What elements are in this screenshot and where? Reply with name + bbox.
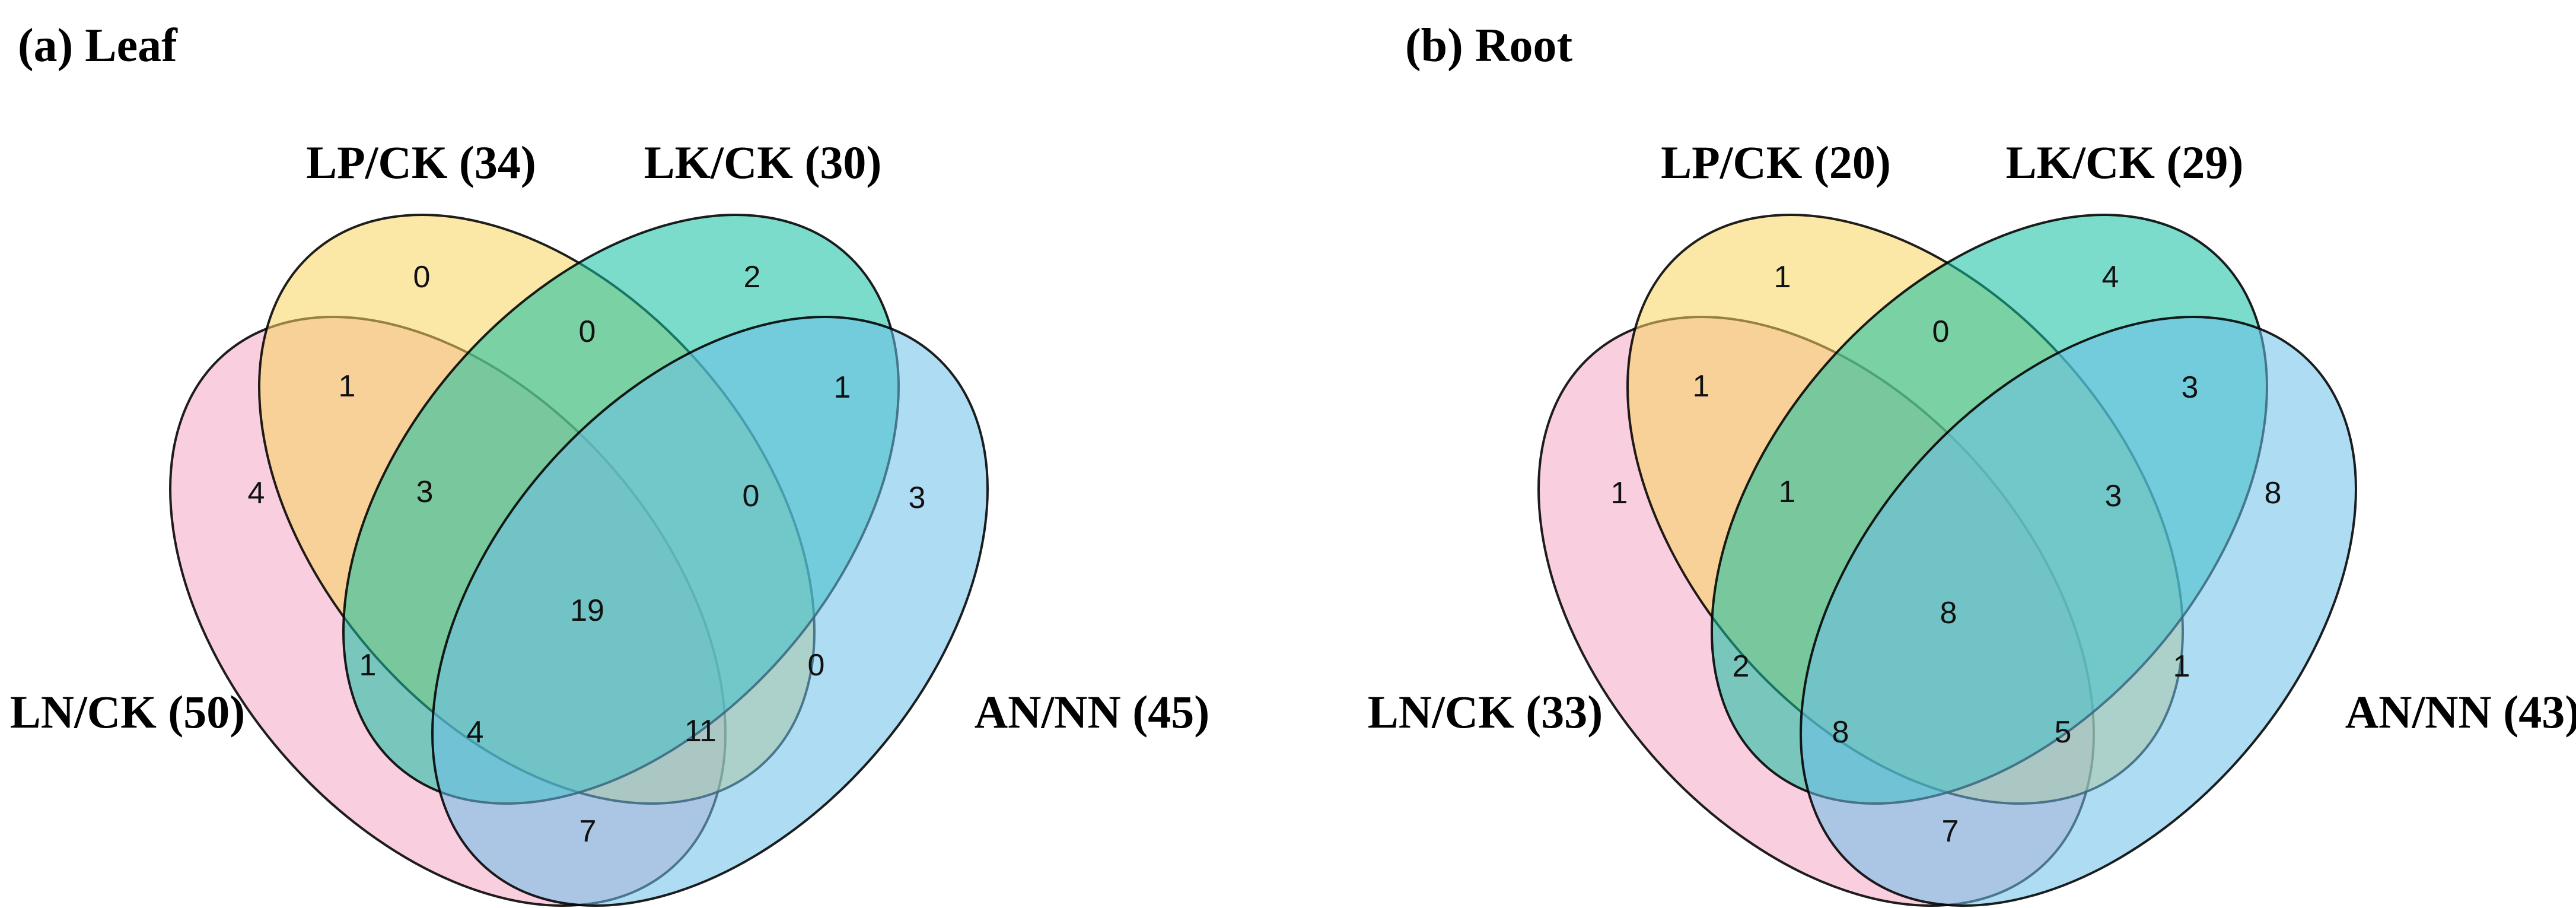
panel-root: (b) Root LP/CK (20) LK/CK (29) LN/CK (33… [1368, 20, 2576, 907]
panel-title-root: (b) Root [1405, 20, 1573, 72]
venn-ellipse-an-nn-leaf [431, 316, 989, 907]
set-label-lp-ck-leaf: LP/CK (34) [306, 136, 536, 188]
region-count-lp-an-leaf: 0 [808, 648, 825, 682]
region-count-ln-lk-an-leaf: 4 [467, 715, 484, 750]
set-label-lk-ck-root: LK/CK (29) [2006, 136, 2244, 188]
region-count-ln-only-root: 1 [1611, 476, 1628, 510]
region-count-lp-only-root: 1 [1774, 260, 1791, 294]
region-count-ln-an-leaf: 7 [579, 814, 597, 849]
region-count-all-four-leaf: 19 [570, 593, 604, 628]
region-count-ln-lp-root: 1 [1693, 369, 1710, 404]
set-label-an-nn-leaf: AN/NN (45) [975, 686, 1209, 738]
venn-ellipse-an-nn-root [1800, 316, 2357, 907]
region-count-ln-lp-leaf: 1 [339, 369, 356, 404]
region-count-ln-lk-root: 2 [1733, 649, 1750, 684]
region-count-lk-only-root: 4 [2102, 260, 2119, 294]
region-count-ln-lp-an-leaf: 11 [684, 714, 717, 748]
set-label-ln-ck-leaf: LN/CK (50) [10, 686, 245, 738]
set-label-an-nn-root: AN/NN (43) [2345, 686, 2576, 738]
region-count-ln-lk-leaf: 1 [359, 648, 377, 682]
region-count-lk-an-leaf: 1 [834, 370, 851, 405]
region-count-an-only-leaf: 3 [909, 481, 926, 515]
set-label-lk-ck-leaf: LK/CK (30) [644, 136, 882, 188]
region-count-lp-lk-root: 0 [1932, 315, 1950, 349]
region-count-lp-lk-an-leaf: 0 [743, 479, 760, 513]
region-count-an-only-root: 8 [2265, 476, 2282, 510]
region-count-lk-an-root: 3 [2182, 370, 2199, 405]
region-count-lp-lk-leaf: 0 [579, 315, 596, 349]
panel-leaf: (a) Leaf LP/CK (34) LK/CK (30) LN/CK (50… [10, 20, 1209, 907]
region-count-ln-lp-an-root: 5 [2055, 715, 2072, 750]
region-count-lp-only-leaf: 0 [413, 260, 431, 294]
set-label-ln-ck-root: LN/CK (33) [1368, 686, 1603, 738]
panel-title-leaf: (a) Leaf [18, 20, 178, 72]
region-count-ln-lp-lk-root: 1 [1779, 475, 1796, 509]
region-count-ln-lk-an-root: 8 [1832, 715, 1849, 750]
region-count-lp-an-root: 1 [2173, 649, 2190, 684]
region-count-ln-lp-lk-leaf: 3 [416, 475, 434, 509]
region-count-ln-only-leaf: 4 [248, 476, 265, 510]
region-count-ln-an-root: 7 [1942, 814, 1959, 849]
region-count-all-four-root: 8 [1940, 596, 1957, 630]
region-count-lp-lk-an-root: 3 [2105, 479, 2122, 513]
set-label-lp-ck-root: LP/CK (20) [1661, 136, 1891, 188]
region-count-lk-only-leaf: 2 [744, 260, 761, 294]
